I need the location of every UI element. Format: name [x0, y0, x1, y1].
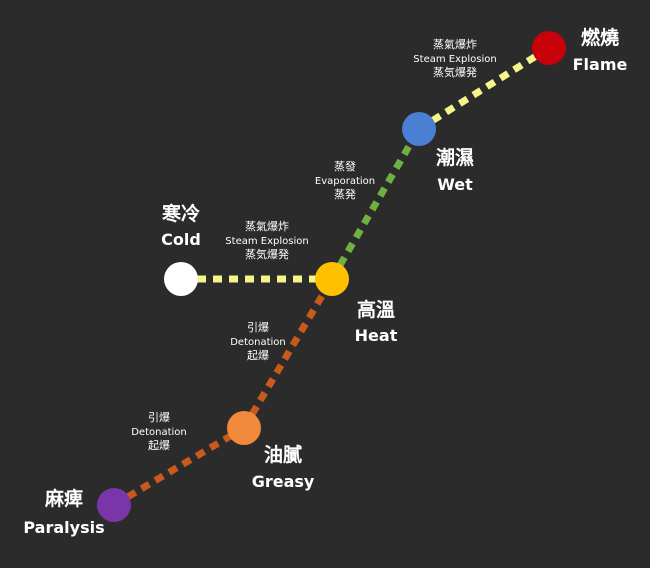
edge-label-heat-wet-3: 蒸発	[334, 187, 356, 201]
label-greasy-zh: 油膩	[264, 443, 302, 466]
label-paralysis-en: Paralysis	[23, 518, 104, 537]
label-cold-en: Cold	[161, 230, 201, 249]
node-greasy	[227, 411, 261, 445]
edge-label-cold-heat-2: Steam Explosion	[225, 236, 308, 247]
edge-label-wet-flame-2: Steam Explosion	[413, 54, 496, 65]
label-wet-en: Wet	[437, 175, 473, 194]
label-paralysis-zh: 麻痺	[44, 487, 83, 510]
label-flame-en: Flame	[573, 55, 628, 74]
edge-greasy-heat	[240, 277, 336, 430]
label-greasy-en: Greasy	[252, 472, 315, 491]
edge-label-heat-wet-1: 蒸發	[334, 159, 356, 173]
label-cold-zh: 寒冷	[162, 202, 200, 225]
edge-label-cold-heat-3: 蒸気爆発	[245, 247, 289, 261]
edge-label-cold-heat-1: 蒸氣爆炸	[245, 219, 289, 233]
edge-label-paralysis-greasy-1: 引爆	[148, 410, 170, 424]
label-flame-zh: 燃燒	[581, 26, 619, 49]
label-wet-zh: 潮濕	[436, 147, 474, 169]
edge-label-wet-flame-1: 蒸氣爆炸	[433, 37, 477, 51]
node-wet	[402, 112, 436, 146]
edge-label-greasy-heat-2: Detonation	[230, 337, 286, 348]
edge-label-greasy-heat-1: 引爆	[247, 320, 269, 334]
edge-paralysis-greasy	[112, 424, 246, 509]
edge-label-paralysis-greasy-3: 起爆	[148, 438, 170, 452]
node-cold	[164, 262, 198, 296]
edge-label-wet-flame-3: 蒸気爆発	[433, 65, 477, 79]
edge-label-heat-wet-2: Evaporation	[315, 176, 375, 187]
label-heat-zh: 高溫	[357, 298, 395, 321]
edge-heat-wet	[328, 127, 423, 281]
node-heat	[315, 262, 349, 296]
label-heat-en: Heat	[355, 326, 398, 345]
node-paralysis	[97, 488, 131, 522]
node-flame	[532, 31, 566, 65]
edge-label-paralysis-greasy-2: Detonation	[131, 427, 187, 438]
edge-label-greasy-heat-3: 起爆	[247, 348, 269, 362]
